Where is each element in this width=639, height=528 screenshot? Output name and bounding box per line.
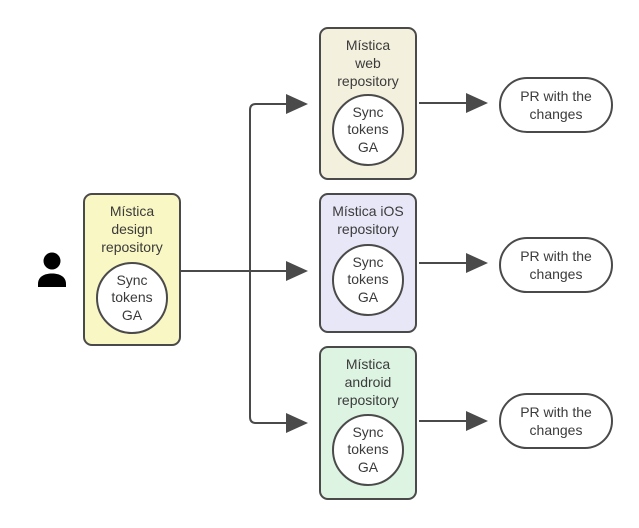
connector-design-to-android	[249, 271, 308, 433]
connector-design-to-web	[249, 94, 308, 271]
node-web-repository: Mística web repository Sync tokens GA	[319, 27, 417, 180]
badge-label: Sync tokens GA	[111, 271, 153, 323]
pr-output-ios: PR with the changes	[499, 237, 613, 293]
node-design-repository: Mística design repository Sync tokens GA	[83, 193, 181, 346]
pr-label: PR with the changes	[520, 247, 592, 282]
pr-output-web: PR with the changes	[499, 77, 613, 133]
sync-tokens-badge: Sync tokens GA	[96, 262, 168, 334]
node-title: Mística design repository	[101, 203, 163, 256]
badge-label: Sync tokens GA	[347, 103, 389, 155]
node-title: Mística android repository	[337, 356, 399, 409]
pr-label: PR with the changes	[520, 87, 592, 122]
pr-output-android: PR with the changes	[499, 393, 613, 449]
sync-tokens-badge: Sync tokens GA	[332, 414, 404, 486]
sync-tokens-badge: Sync tokens GA	[332, 244, 404, 316]
node-title: Mística iOS repository	[332, 203, 404, 238]
sync-tokens-badge: Sync tokens GA	[332, 94, 404, 166]
person-icon	[38, 252, 66, 287]
node-title: Mística web repository	[337, 37, 399, 90]
node-android-repository: Mística android repository Sync tokens G…	[319, 346, 417, 500]
badge-label: Sync tokens GA	[347, 423, 389, 475]
pr-label: PR with the changes	[520, 403, 592, 438]
badge-label: Sync tokens GA	[347, 253, 389, 305]
node-ios-repository: Mística iOS repository Sync tokens GA	[319, 193, 417, 333]
